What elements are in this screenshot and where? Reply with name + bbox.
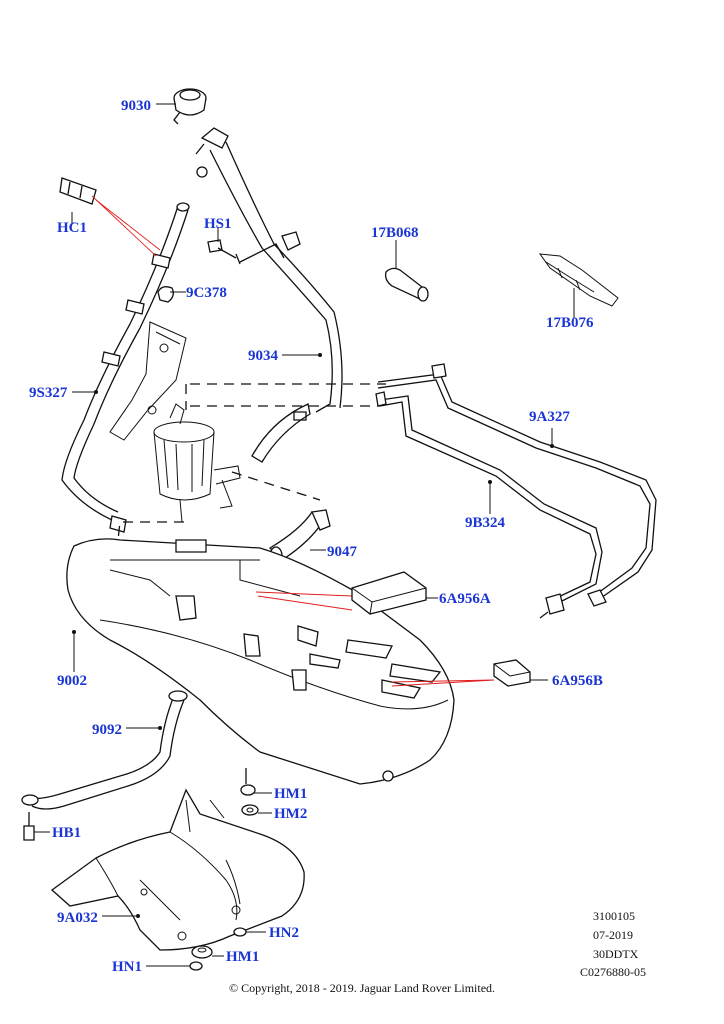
- fastener-hm2: [241, 804, 259, 816]
- leader-lines: [34, 103, 575, 967]
- label-hc1: HC1: [57, 220, 87, 236]
- label-9a032: 9A032: [57, 910, 98, 926]
- fuel-tank-9002: [66, 538, 495, 785]
- label-9092: 9092: [92, 722, 122, 738]
- label-9a327: 9A327: [529, 409, 570, 425]
- fastener-hm1-top: [240, 768, 256, 796]
- ref-code-2: C0276880-05: [580, 965, 646, 979]
- fastener-hm1-bottom: [191, 945, 213, 959]
- vent-hose-9s327: [61, 202, 190, 533]
- label-9034: 9034: [248, 348, 279, 364]
- label-17b068: 17B068: [371, 225, 419, 241]
- bracket-17b076: [538, 253, 619, 307]
- label-hn1: HN1: [112, 959, 142, 975]
- label-hm1-top: HM1: [274, 786, 307, 802]
- clip-hc1: [59, 177, 161, 257]
- label-9002: 9002: [57, 673, 87, 689]
- label-6a956a: 6A956A: [439, 591, 491, 607]
- reference-block: 3100105 07-2019 30DDTX C0276880-05: [580, 909, 646, 979]
- fastener-hn1: [189, 961, 203, 971]
- copyright-notice: © Copyright, 2018 - 2019. Jaguar Land Ro…: [228, 981, 496, 995]
- pad-6a956a: [351, 571, 427, 615]
- grommet-17b068: [384, 267, 429, 302]
- label-9c378: 9C378: [186, 285, 227, 301]
- pump-bracket: [109, 321, 187, 441]
- label-6a956b: 6A956B: [552, 673, 603, 689]
- ref-code-1: 3100105: [593, 909, 635, 923]
- label-9030: 9030: [121, 98, 151, 114]
- label-hm2: HM2: [274, 806, 307, 822]
- strap-9092: [21, 690, 188, 810]
- label-9b324: 9B324: [465, 515, 506, 531]
- fuel-line-9a327: [377, 363, 657, 607]
- filler-neck-9034: [195, 127, 343, 463]
- label-9s327: 9S327: [29, 385, 68, 401]
- bolt-hs1: [207, 239, 241, 265]
- filler-cap-9030: [173, 88, 207, 125]
- label-9047: 9047: [327, 544, 358, 560]
- label-17b076: 17B076: [546, 315, 594, 331]
- part-labels: 9030 HC1 HS1 17B068 17B076 9C378 9034 9S…: [29, 98, 603, 975]
- ref-model: 30DDTX: [593, 947, 639, 961]
- ref-date: 07-2019: [593, 928, 633, 942]
- clip-9c378: [157, 286, 174, 303]
- fuel-pump-module: [153, 403, 241, 523]
- label-hn2: HN2: [269, 925, 299, 941]
- fuel-line-9b324: [375, 391, 603, 619]
- label-hs1: HS1: [204, 216, 232, 232]
- label-hb1: HB1: [52, 825, 81, 841]
- label-hm1-bottom: HM1: [226, 949, 259, 965]
- heat-shield-9a032: [50, 788, 305, 951]
- alignment-dashes: [117, 383, 386, 541]
- bolt-hb1: [23, 812, 35, 841]
- pad-6a956b: [493, 659, 531, 687]
- fastener-hn2: [233, 927, 247, 937]
